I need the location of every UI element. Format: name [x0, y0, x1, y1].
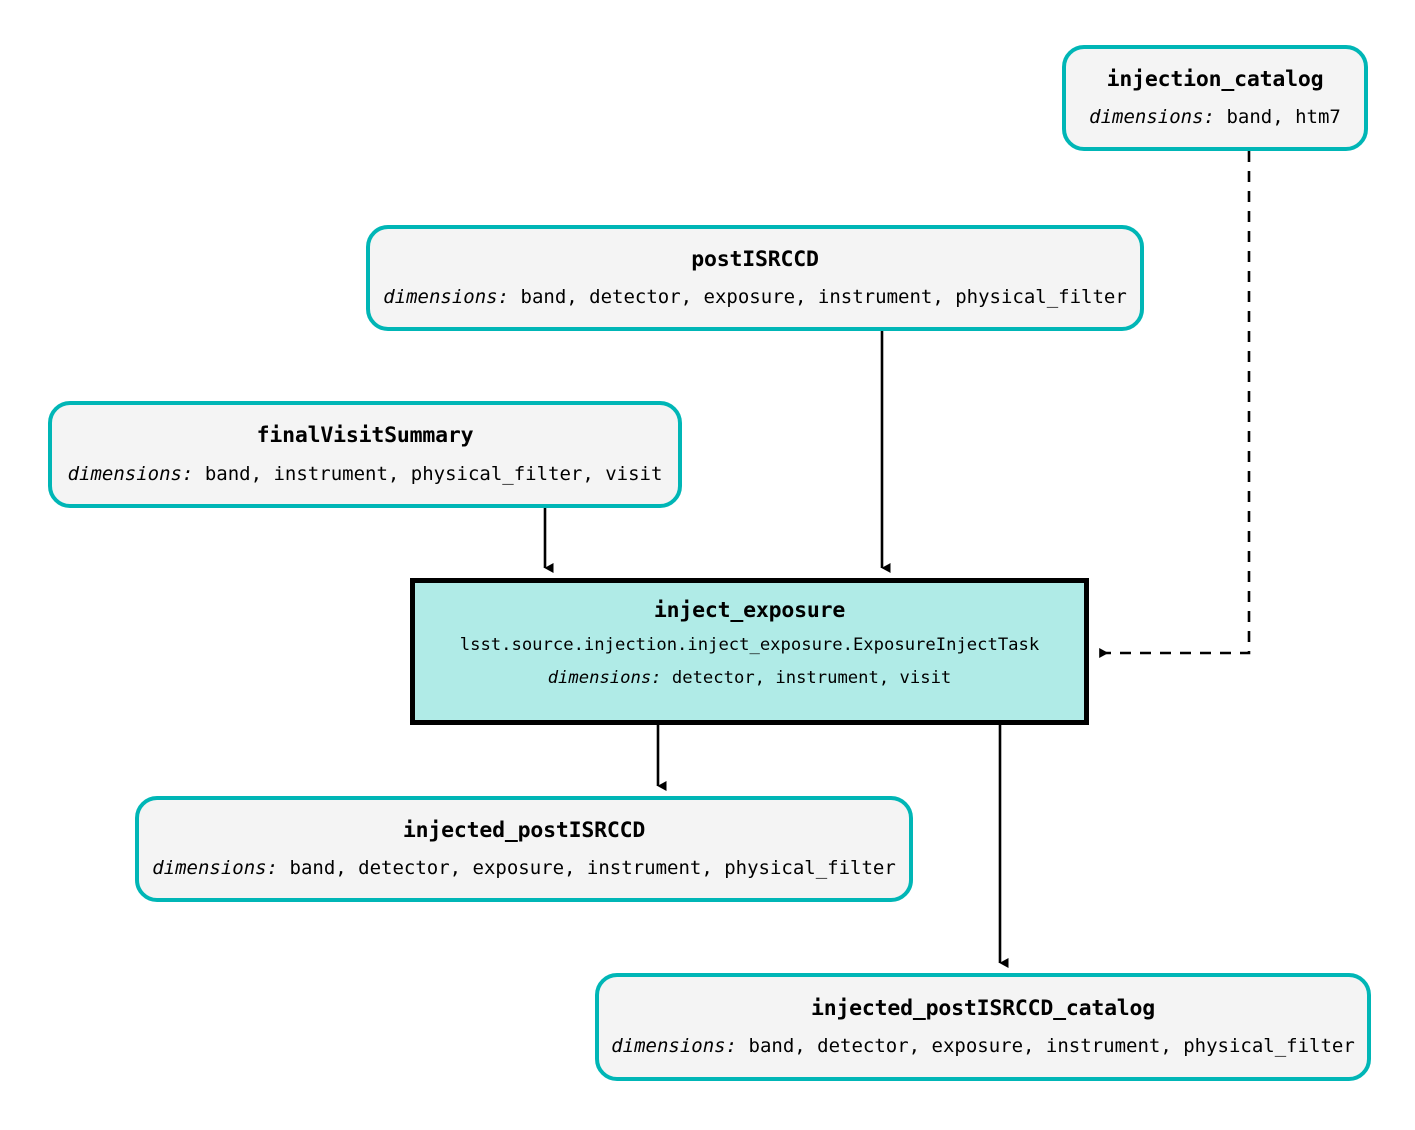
- dimensions-label: dimensions:: [547, 668, 662, 689]
- dimensions-label: dimensions:: [67, 462, 194, 485]
- node-injected-postisrccd-catalog[interactable]: injected_postISRCCD_catalog dimensions: …: [595, 973, 1371, 1081]
- dimensions-label: dimensions:: [1089, 106, 1215, 129]
- dimensions-values: band, detector, exposure, instrument, ph…: [289, 857, 896, 880]
- node-dimensions: dimensions: band, detector, exposure, in…: [383, 288, 1127, 307]
- dimensions-values: band, htm7: [1226, 106, 1341, 129]
- node-injection-catalog[interactable]: injection_catalog dimensions: band, htm7: [1062, 45, 1368, 151]
- dimensions-label: dimensions:: [152, 857, 279, 880]
- dimensions-values: band, detector, exposure, instrument, ph…: [748, 1035, 1355, 1058]
- node-title: finalVisitSummary: [256, 423, 474, 449]
- node-dimensions: dimensions: band, detector, exposure, in…: [611, 1037, 1355, 1056]
- dimensions-label: dimensions:: [611, 1035, 738, 1058]
- node-dimensions: dimensions: band, htm7: [1089, 108, 1341, 127]
- dimensions-label: dimensions:: [383, 286, 510, 309]
- dimensions-values: band, detector, exposure, instrument, ph…: [520, 286, 1127, 309]
- node-dimensions: dimensions: detector, instrument, visit: [548, 670, 952, 687]
- node-injected-postisrccd[interactable]: injected_postISRCCD dimensions: band, de…: [135, 796, 913, 902]
- node-title: inject_exposure: [653, 597, 846, 623]
- node-title: injection_catalog: [1106, 66, 1324, 92]
- dimensions-values: detector, instrument, visit: [671, 668, 952, 689]
- node-finalvisitsummary[interactable]: finalVisitSummary dimensions: band, inst…: [48, 401, 682, 508]
- node-postisrccd[interactable]: postISRCCD dimensions: band, detector, e…: [366, 225, 1144, 331]
- node-title: injected_postISRCCD_catalog: [810, 995, 1156, 1021]
- node-dimensions: dimensions: band, instrument, physical_f…: [67, 462, 663, 485]
- node-title: injected_postISRCCD: [402, 817, 646, 843]
- node-title: postISRCCD: [691, 246, 819, 272]
- node-inject-exposure-task[interactable]: inject_exposure lsst.source.injection.in…: [410, 578, 1089, 725]
- dimensions-values: band, instrument, physical_filter, visit: [204, 462, 663, 485]
- node-dimensions: dimensions: band, detector, exposure, in…: [152, 859, 896, 878]
- node-class-path: lsst.source.injection.inject_exposure.Ex…: [459, 635, 1040, 656]
